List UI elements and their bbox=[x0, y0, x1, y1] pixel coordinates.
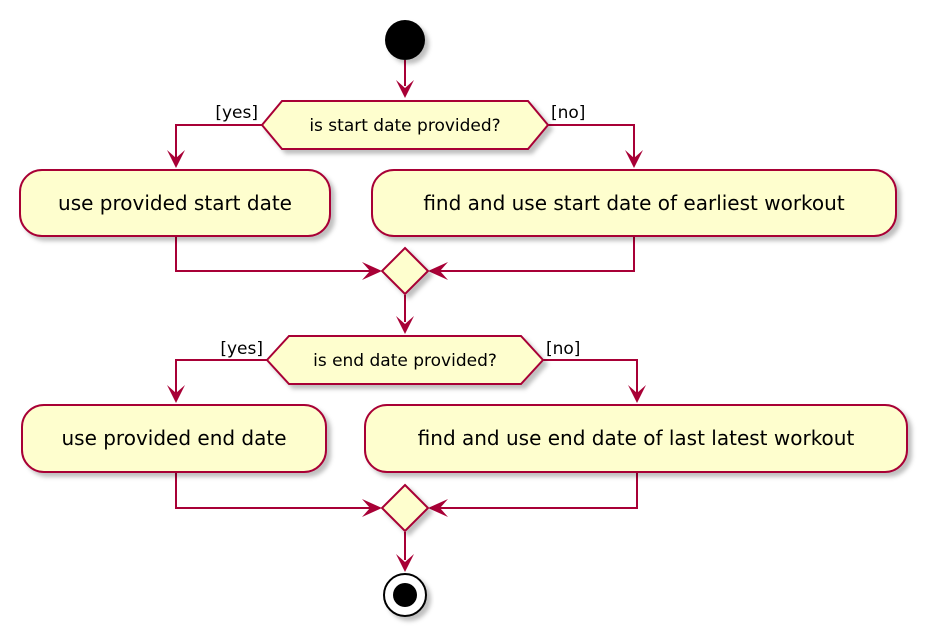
guard-yes-label: [yes] bbox=[215, 103, 258, 123]
edge-decision-1-no bbox=[548, 124, 635, 160]
start-node bbox=[385, 20, 425, 60]
decision-condition-label: is start date provided? bbox=[309, 116, 500, 136]
guard-yes-label: [yes] bbox=[220, 339, 263, 359]
action-use-provided-start-date: use provided start date bbox=[19, 169, 331, 237]
action-find-start-date: find and use start date of earliest work… bbox=[371, 169, 897, 237]
arrowhead bbox=[428, 262, 448, 280]
guard-no-label: [no] bbox=[546, 339, 580, 359]
action-label: find and use end date of last latest wor… bbox=[418, 426, 855, 450]
decision-diamond bbox=[260, 100, 550, 150]
action-box bbox=[364, 404, 908, 473]
flow-edges bbox=[175, 60, 638, 560]
arrowhead bbox=[362, 262, 382, 280]
action-box bbox=[21, 404, 327, 473]
arrowhead bbox=[167, 150, 185, 168]
action-find-end-date: find and use end date of last latest wor… bbox=[364, 404, 908, 473]
merge-diamond bbox=[380, 483, 430, 533]
edge-decision-2-no bbox=[543, 359, 638, 395]
decision-end-date: is end date provided? bbox=[265, 335, 545, 385]
edge-decision-2-yes bbox=[175, 359, 267, 395]
arrowheads bbox=[167, 80, 646, 572]
edge-decision-1-yes bbox=[175, 124, 262, 160]
decision-diamond bbox=[265, 335, 545, 385]
arrowhead bbox=[428, 499, 448, 517]
edge-use-end-to-merge-2 bbox=[175, 472, 372, 509]
decision-start-date: is start date provided? bbox=[260, 100, 550, 150]
arrowhead bbox=[167, 385, 185, 403]
stop-node bbox=[383, 573, 427, 617]
arrowhead bbox=[396, 316, 414, 334]
action-use-provided-end-date: use provided end date bbox=[21, 404, 327, 473]
stop-node-core bbox=[393, 583, 417, 607]
decision-condition-label: is end date provided? bbox=[313, 351, 497, 371]
action-label: find and use start date of earliest work… bbox=[423, 191, 845, 215]
guard-no-label: [no] bbox=[551, 103, 585, 123]
arrowhead bbox=[396, 80, 414, 98]
action-box bbox=[371, 169, 897, 237]
arrowhead bbox=[362, 499, 382, 517]
edge-find-end-to-merge-2 bbox=[438, 472, 638, 509]
merge-diamond bbox=[380, 246, 430, 296]
edge-find-start-to-merge-1 bbox=[438, 236, 635, 272]
arrowhead bbox=[625, 150, 643, 168]
arrowhead bbox=[628, 385, 646, 403]
arrowhead bbox=[396, 554, 414, 572]
action-label: use provided end date bbox=[61, 426, 286, 450]
edge-use-start-to-merge-1 bbox=[175, 236, 372, 272]
action-label: use provided start date bbox=[58, 191, 292, 215]
action-box bbox=[19, 169, 331, 237]
